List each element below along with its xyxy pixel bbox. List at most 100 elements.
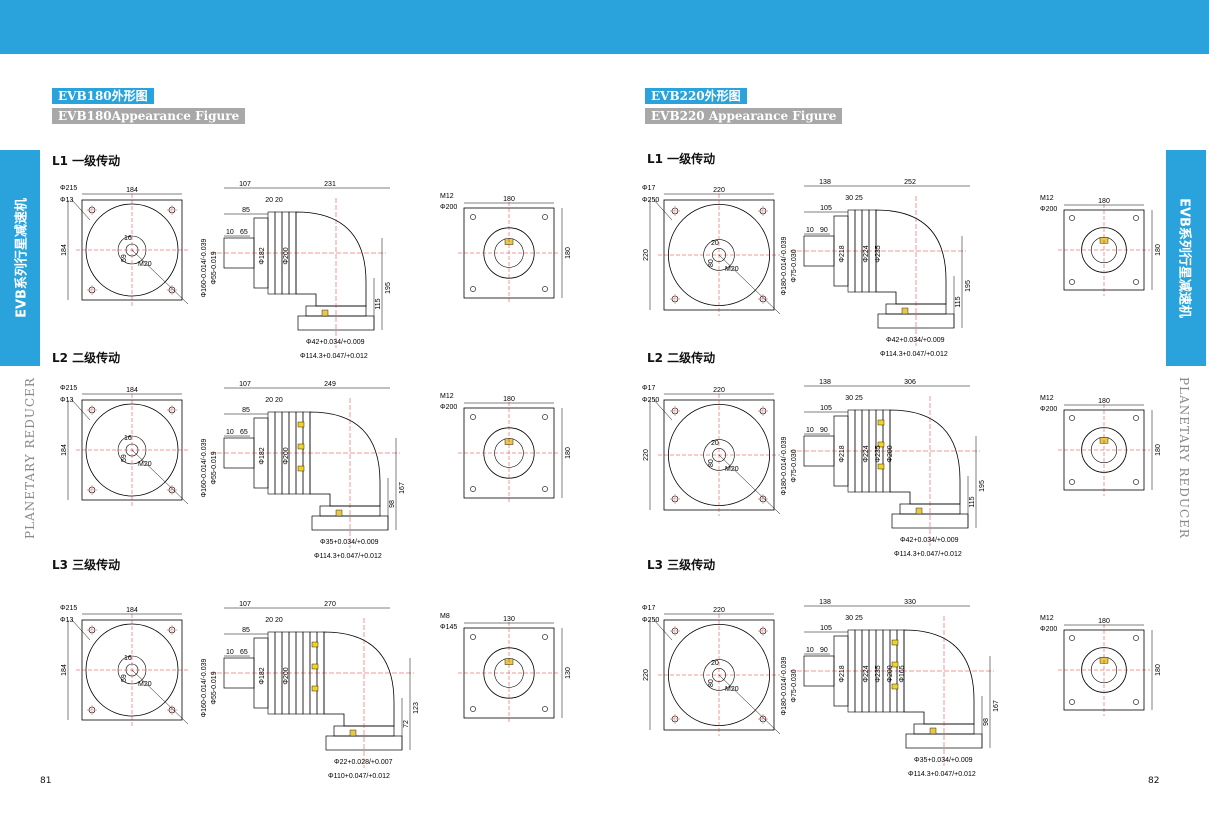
dim-height: 180 <box>1155 244 1162 256</box>
leader-line <box>131 449 189 505</box>
left-stage-l2: L2 二级传动 <box>52 351 121 365</box>
dim-d: 85 <box>242 627 250 634</box>
dim-width: 184 <box>126 607 138 614</box>
dim-bolt: M20 <box>725 466 739 473</box>
dim-height: 180 <box>565 447 572 459</box>
leader-line <box>71 619 91 641</box>
bolt-hole <box>470 414 476 420</box>
dim-diameter1: Φ17 <box>642 605 655 612</box>
dim-dia2: Φ75-0.030 <box>791 669 798 702</box>
left-planetary-label: PLANETARY REDUCER <box>23 377 37 539</box>
dim-key: 16 <box>124 655 132 662</box>
dim-dia2: Φ55-0.019 <box>211 671 218 704</box>
dim-h2: 115 <box>969 496 976 507</box>
left-side-tab <box>0 150 40 366</box>
dim-dia1: Φ180-0.014/-0.039 <box>781 436 788 495</box>
output-key <box>321 309 329 317</box>
leader-line <box>653 619 673 641</box>
dim-shaft: 59 <box>121 454 128 462</box>
bolt-marker <box>891 661 899 668</box>
dim-pcd: Φ200 <box>440 404 457 411</box>
bolt-hole <box>470 286 476 292</box>
dim-b: 231 <box>324 181 336 188</box>
elbow-housing <box>295 211 367 307</box>
dim-shaft: Φ42+0.034/+0.009 <box>900 537 959 544</box>
dim-height: 184 <box>61 244 68 256</box>
dim-shaft: 59 <box>121 674 128 682</box>
dim-h2: 98 <box>389 500 396 508</box>
dim-shaft: 80 <box>708 259 715 267</box>
dim-height: 180 <box>565 247 572 259</box>
bolt-marker <box>297 421 305 428</box>
bolt-hole <box>470 634 476 640</box>
bolt-hole <box>470 486 476 492</box>
dim-pcd: Φ114.3+0.047/+0.012 <box>908 771 976 778</box>
leader-line <box>653 199 673 221</box>
dim-dia1: Φ160-0.014/-0.039 <box>201 658 208 717</box>
output-key <box>929 727 937 735</box>
leader-line <box>71 399 91 421</box>
bolt-hole <box>542 286 548 292</box>
dim-diameter1: Φ17 <box>642 385 655 392</box>
dim-bolt: M12 <box>440 193 454 200</box>
dim-height: 184 <box>61 664 68 676</box>
bolt-hole <box>1069 479 1075 485</box>
dim-e: 10 <box>806 647 814 654</box>
bolt-marker <box>877 419 885 426</box>
dim-shaft: 80 <box>708 459 715 467</box>
dim-a: 138 <box>819 599 831 606</box>
dim-e: 10 <box>226 429 234 436</box>
dim-diameter2: Φ13 <box>60 197 73 204</box>
dim-diameter1: Φ215 <box>60 605 77 612</box>
dim-height: 220 <box>643 669 650 681</box>
dim-c: 30 25 <box>845 195 863 202</box>
dim-c: 30 25 <box>845 395 863 402</box>
dim-f: 90 <box>820 647 828 654</box>
dim-diameter2: Φ250 <box>642 197 659 204</box>
right-side-tab <box>1166 150 1206 366</box>
dim-width: 184 <box>126 187 138 194</box>
dim-width: 180 <box>1098 398 1110 405</box>
dim-dia5: Φ235 <box>875 665 882 682</box>
bolt-hole <box>1133 215 1139 221</box>
dim-shaft: 80 <box>708 679 715 687</box>
elbow-housing <box>309 411 381 507</box>
elbow-housing <box>903 629 975 725</box>
dim-shaft: Φ42+0.034/+0.009 <box>306 339 365 346</box>
dim-dia6: Φ200 <box>887 665 894 682</box>
dim-bolt: M20 <box>725 686 739 693</box>
dim-b: 252 <box>904 179 916 186</box>
dim-width: 180 <box>1098 618 1110 625</box>
dim-shaft: Φ42+0.034/+0.009 <box>886 337 945 344</box>
bolt-marker <box>297 443 305 450</box>
dim-f: 65 <box>240 429 248 436</box>
dim-h2: 115 <box>375 298 382 309</box>
dim-bolt: M20 <box>725 266 739 273</box>
dim-pcd: Φ110+0.047/+0.012 <box>328 773 390 780</box>
dim-width: 130 <box>503 616 515 623</box>
bolt-marker <box>877 463 885 470</box>
bolt-hole <box>1133 699 1139 705</box>
output-key <box>335 509 343 517</box>
dim-bolt: M12 <box>440 393 454 400</box>
output-key <box>915 507 923 515</box>
dim-key: 16 <box>124 235 132 242</box>
dim-dia1: Φ160-0.014/-0.039 <box>201 238 208 297</box>
output-key <box>349 729 357 737</box>
bolt-hole <box>1069 415 1075 421</box>
bolt-marker <box>311 641 319 648</box>
bolt-marker <box>311 663 319 670</box>
dim-bolt: M20 <box>138 261 152 268</box>
dim-dia3: Φ218 <box>839 665 846 682</box>
